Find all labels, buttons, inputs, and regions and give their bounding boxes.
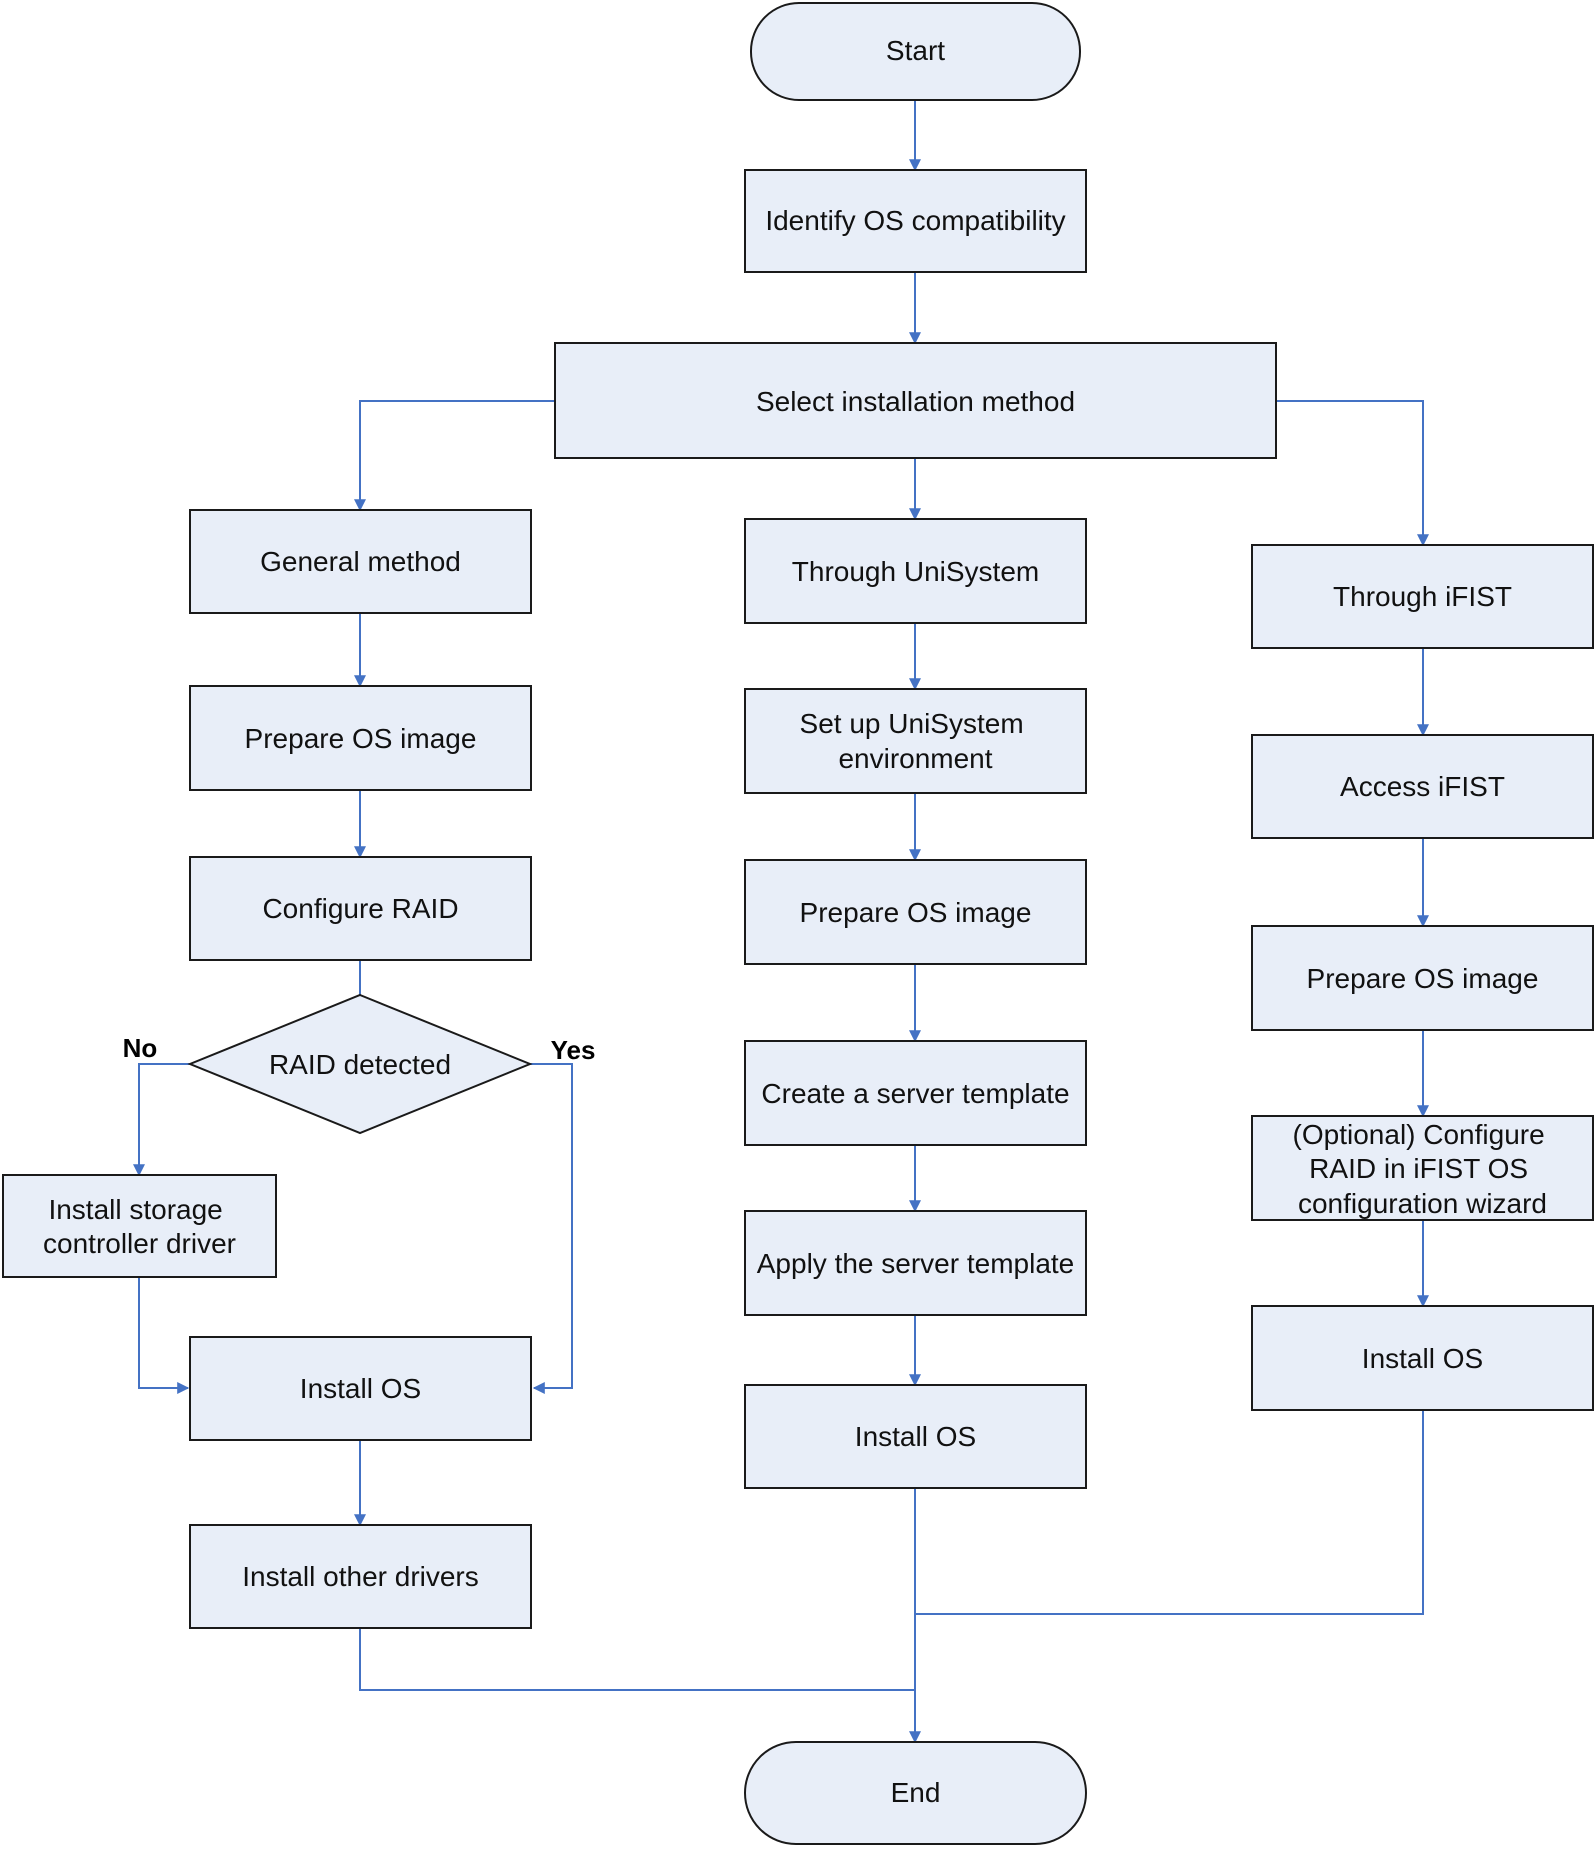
access-ifist-label: Access iFIST [1340,771,1505,802]
prepare-os-image-ifist-box: Prepare OS image [1251,925,1594,1031]
connector-other-end [359,1628,915,1691]
connectors [133,100,1429,1744]
install-os-ifist-label: Install OS [1362,1343,1483,1374]
start-label: Start [886,35,945,66]
install-storage-driver-box: Install storage controller driver [2,1174,277,1278]
prepare-os-image-uni-label: Prepare OS image [800,897,1032,928]
install-storage-driver-line-2: controller driver [43,1228,236,1259]
through-ifist-label: Through iFIST [1333,581,1512,612]
setup-unisystem-label: Set up UniSystem environment [800,708,1032,774]
configure-raid-label: Configure RAID [262,893,458,924]
connector-ifist-merge [915,1410,1424,1615]
optional-configure-raid-line-1: (Optional) Configure [1293,1119,1545,1150]
optional-configure-raid-box: (Optional) Configure RAID in iFIST OS co… [1251,1115,1594,1221]
branch-no-label: No [123,1033,158,1063]
setup-unisystem-line-2: environment [838,743,992,774]
install-storage-driver-label: Install storage controller driver [43,1194,236,1259]
optional-configure-raid-line-2: RAID in iFIST OS [1309,1153,1528,1184]
install-os-uni-label: Install OS [855,1421,976,1452]
raid-detected-decision: RAID detected [187,993,533,1135]
install-os-uni-box: Install OS [744,1384,1087,1489]
prepare-os-image-ifist-label: Prepare OS image [1307,963,1539,994]
optional-configure-raid-line-3: configuration wizard [1298,1188,1547,1219]
start-terminal: Start [750,2,1081,101]
optional-configure-raid-label: (Optional) Configure RAID in iFIST OS co… [1293,1119,1553,1219]
connector-decision-no [133,1063,190,1177]
prepare-os-image-general-box: Prepare OS image [189,685,532,791]
prepare-os-image-general-label: Prepare OS image [245,723,477,754]
create-server-template-label: Create a server template [761,1078,1069,1109]
install-other-drivers-label: Install other drivers [242,1561,479,1592]
connector-decision-yes [530,1063,573,1394]
install-os-ifist-box: Install OS [1251,1305,1594,1411]
raid-detected-label: RAID detected [269,1049,451,1080]
select-installation-method-box: Select installation method [554,342,1277,459]
prepare-os-image-uni-box: Prepare OS image [744,859,1087,965]
branch-yes-label: Yes [551,1035,596,1065]
install-storage-driver-line-1: Install storage [48,1194,222,1225]
configure-raid-box: Configure RAID [189,856,532,961]
apply-server-template-label: Apply the server template [757,1248,1075,1279]
end-terminal: End [744,1741,1087,1845]
install-os-general-label: Install OS [300,1373,421,1404]
general-method-label: General method [260,546,461,577]
setup-unisystem-box: Set up UniSystem environment [744,688,1087,794]
connector-select-general [354,400,555,512]
through-unisystem-box: Through UniSystem [744,518,1087,624]
through-ifist-box: Through iFIST [1251,544,1594,649]
apply-server-template-box: Apply the server template [744,1210,1087,1316]
identify-os-compatibility-label: Identify OS compatibility [765,205,1065,236]
install-other-drivers-box: Install other drivers [189,1524,532,1629]
connector-select-ifist [1276,400,1429,547]
end-label: End [891,1777,941,1808]
identify-os-compatibility-box: Identify OS compatibility [744,169,1087,273]
connector-driver-installos [138,1277,190,1394]
install-os-general-box: Install OS [189,1336,532,1441]
setup-unisystem-line-1: Set up UniSystem [800,708,1024,739]
general-method-box: General method [189,509,532,614]
create-server-template-box: Create a server template [744,1040,1087,1146]
access-ifist-box: Access iFIST [1251,734,1594,839]
through-unisystem-label: Through UniSystem [792,556,1039,587]
select-installation-method-label: Select installation method [756,386,1075,417]
